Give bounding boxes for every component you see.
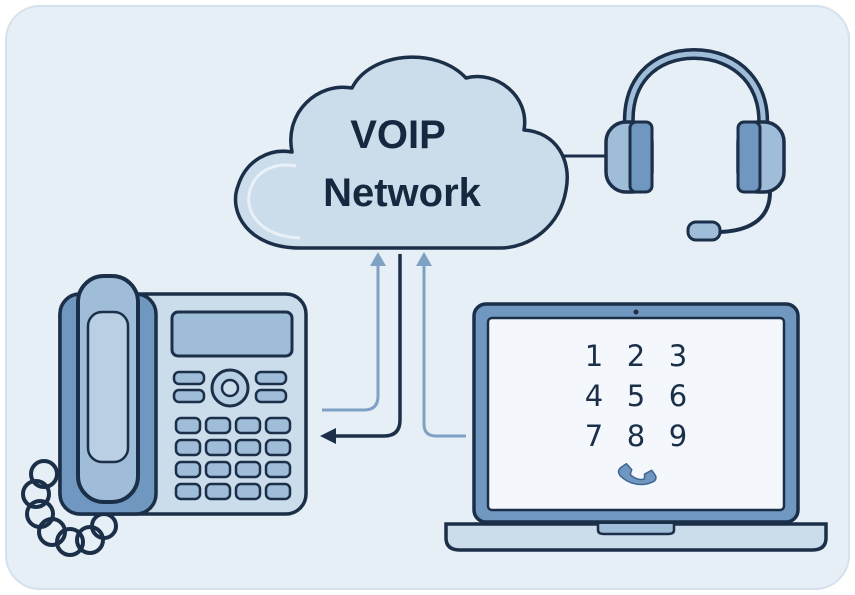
- keypad-digit-6: 6: [669, 379, 687, 413]
- phone-downlink-arrowhead: [320, 428, 336, 444]
- phone-uplink-line: [322, 262, 380, 412]
- keypad-digit-7: 7: [585, 419, 603, 453]
- phone-downlink-line: [334, 254, 402, 438]
- cloud-label-line1: VOIP: [350, 113, 446, 157]
- laptop-icon: [444, 302, 828, 552]
- desk-phone-keys: [174, 416, 292, 501]
- phone-cord: [21, 459, 118, 557]
- phone-uplink-arrowhead: [370, 252, 386, 266]
- keypad-digit-5: 5: [627, 379, 645, 413]
- cloud-label-line2: Network: [323, 171, 482, 215]
- laptop-uplink-line: [422, 262, 466, 438]
- keypad-digit-2: 2: [627, 339, 645, 373]
- laptop-screen: [486, 316, 786, 512]
- keypad-digit-9: 9: [669, 419, 687, 453]
- voip-cloud-icon: VOIP Network: [233, 55, 569, 250]
- desk-phone-icon: [21, 274, 308, 557]
- keypad-digit-3: 3: [669, 339, 687, 373]
- phone-handset-icon: [617, 462, 657, 486]
- headset-icon: [604, 47, 786, 242]
- connection-arrows: [320, 252, 466, 444]
- keypad-digit-1: 1: [585, 339, 603, 373]
- keypad-digit-4: 4: [585, 379, 603, 413]
- keypad-digit-8: 8: [627, 419, 645, 453]
- laptop-uplink-arrowhead: [416, 252, 432, 266]
